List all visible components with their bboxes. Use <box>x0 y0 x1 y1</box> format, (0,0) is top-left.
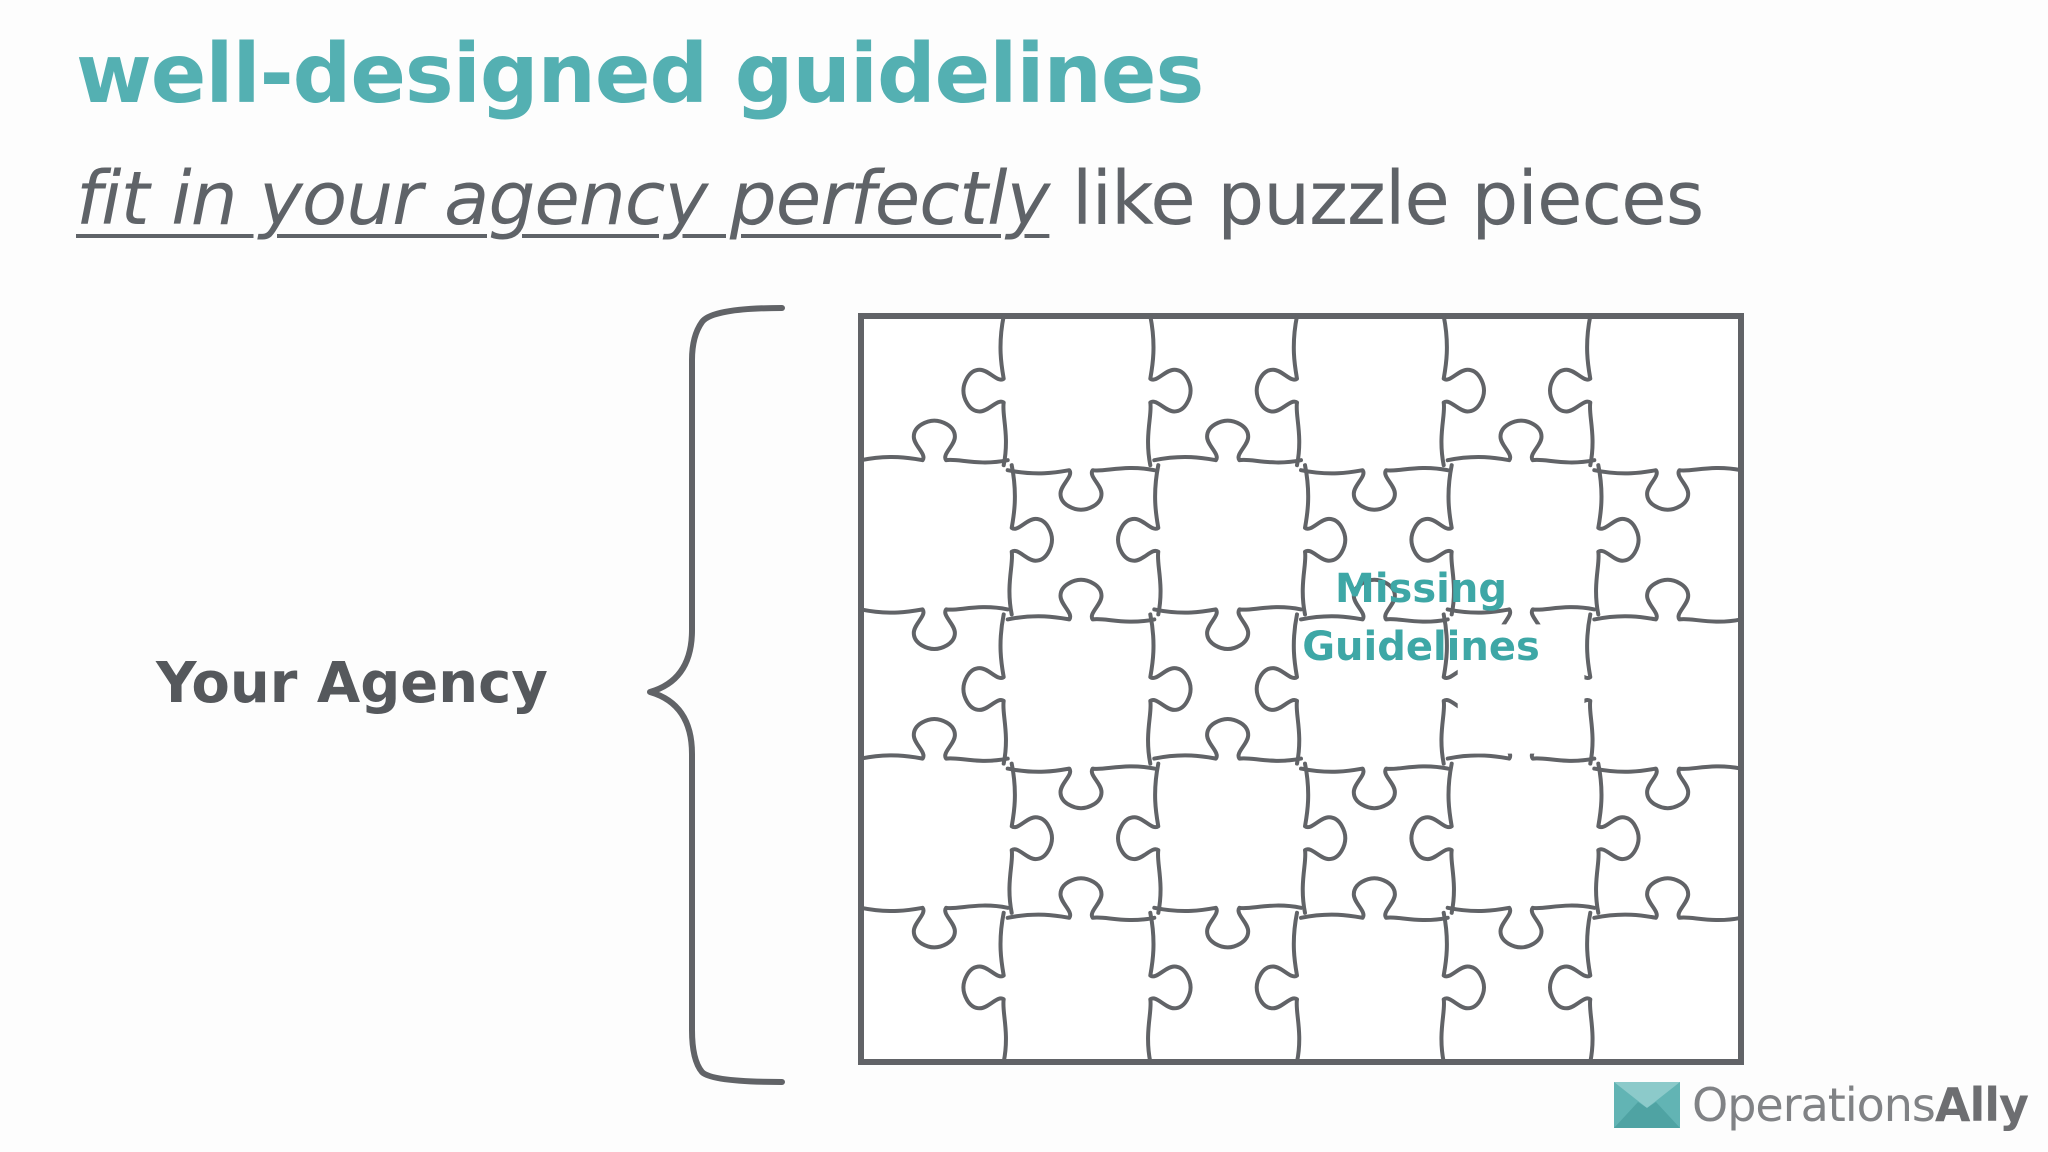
puzzle-seam-vertical <box>961 314 1008 468</box>
missing-piece-gap <box>1457 624 1585 754</box>
puzzle-seam-horizontal <box>859 605 1010 651</box>
missing-line-1: Missing <box>1335 566 1507 612</box>
puzzle-seam-horizontal <box>1152 418 1303 465</box>
puzzle-seam-vertical <box>1007 761 1054 915</box>
puzzle-seam-vertical <box>1409 463 1456 617</box>
puzzle-seam-vertical <box>1548 910 1595 1064</box>
puzzle-seam-vertical <box>1254 612 1302 766</box>
missing-line-2: Guidelines <box>1302 624 1540 670</box>
slide-subtitle: fit in your agency perfectly like puzzle… <box>76 162 1704 236</box>
puzzle-seam-horizontal <box>1005 876 1157 923</box>
logo-text-light: Operations <box>1692 1078 1936 1132</box>
puzzle-seam-vertical <box>1116 463 1163 617</box>
operations-ally-logo: OperationsAlly <box>1614 1080 2029 1130</box>
puzzle-seam-horizontal <box>1445 903 1597 950</box>
puzzle-seam-horizontal <box>1299 764 1450 811</box>
puzzle-seam-vertical <box>1254 314 1302 468</box>
puzzle-seam-horizontal <box>1445 418 1597 465</box>
puzzle-frame <box>858 313 1744 1065</box>
puzzle-seam-horizontal <box>1152 903 1303 950</box>
envelope-icon <box>1614 1082 1680 1128</box>
puzzle-seam-horizontal <box>1005 764 1157 811</box>
puzzle-seam-horizontal <box>1592 876 1743 923</box>
puzzle-seam-vertical <box>1007 463 1054 617</box>
puzzle-seam-vertical <box>1594 463 1641 617</box>
puzzle-seam-horizontal <box>1299 876 1450 923</box>
puzzle-seam-vertical <box>1254 910 1302 1064</box>
puzzle-seam-horizontal <box>1592 465 1743 512</box>
puzzle-seam-vertical <box>1548 314 1595 468</box>
logo-text: OperationsAlly <box>1692 1082 2029 1128</box>
missing-guidelines-label: Missing Guidelines <box>1284 560 1558 676</box>
puzzle-seam-horizontal <box>1005 465 1157 512</box>
puzzle-seam-vertical <box>961 612 1008 766</box>
puzzle-grid <box>858 313 1744 1065</box>
puzzle-seam-horizontal <box>859 903 1010 950</box>
puzzle-lines <box>859 314 1743 1064</box>
puzzle-seam-vertical <box>1594 761 1641 915</box>
puzzle-seam-vertical <box>1146 910 1193 1064</box>
puzzle-seam-horizontal <box>1299 465 1450 512</box>
puzzle-seam-horizontal <box>1005 577 1157 624</box>
logo-text-bold: Ally <box>1934 1078 2029 1132</box>
puzzle-seam-vertical <box>1146 612 1193 766</box>
puzzle-seam-vertical <box>1439 910 1486 1064</box>
puzzle-seam-horizontal <box>859 717 1010 763</box>
curly-brace <box>647 305 785 1085</box>
slide-title: well-designed guidelines <box>76 27 1204 122</box>
puzzle-seam-vertical <box>961 910 1008 1064</box>
subtitle-emphasis: fit in your agency perfectly <box>76 156 1050 242</box>
puzzle-seam-horizontal <box>1152 605 1303 651</box>
puzzle-seam-horizontal <box>1592 764 1743 811</box>
puzzle-seam-vertical <box>1409 761 1456 915</box>
puzzle-seam-horizontal <box>1299 577 1450 624</box>
puzzle-seam-horizontal <box>1592 577 1743 624</box>
puzzle-seam-vertical <box>1300 761 1348 915</box>
puzzle-seam-horizontal <box>859 418 1010 465</box>
puzzle-seam-vertical <box>1116 761 1163 915</box>
subtitle-rest: like puzzle pieces <box>1049 156 1704 242</box>
puzzle-seam-vertical <box>1146 314 1193 468</box>
puzzle-seam-vertical <box>1300 463 1348 617</box>
puzzle-seam-horizontal <box>1152 717 1303 763</box>
your-agency-label: Your Agency <box>156 651 548 716</box>
puzzle-seam-vertical <box>1439 314 1486 468</box>
